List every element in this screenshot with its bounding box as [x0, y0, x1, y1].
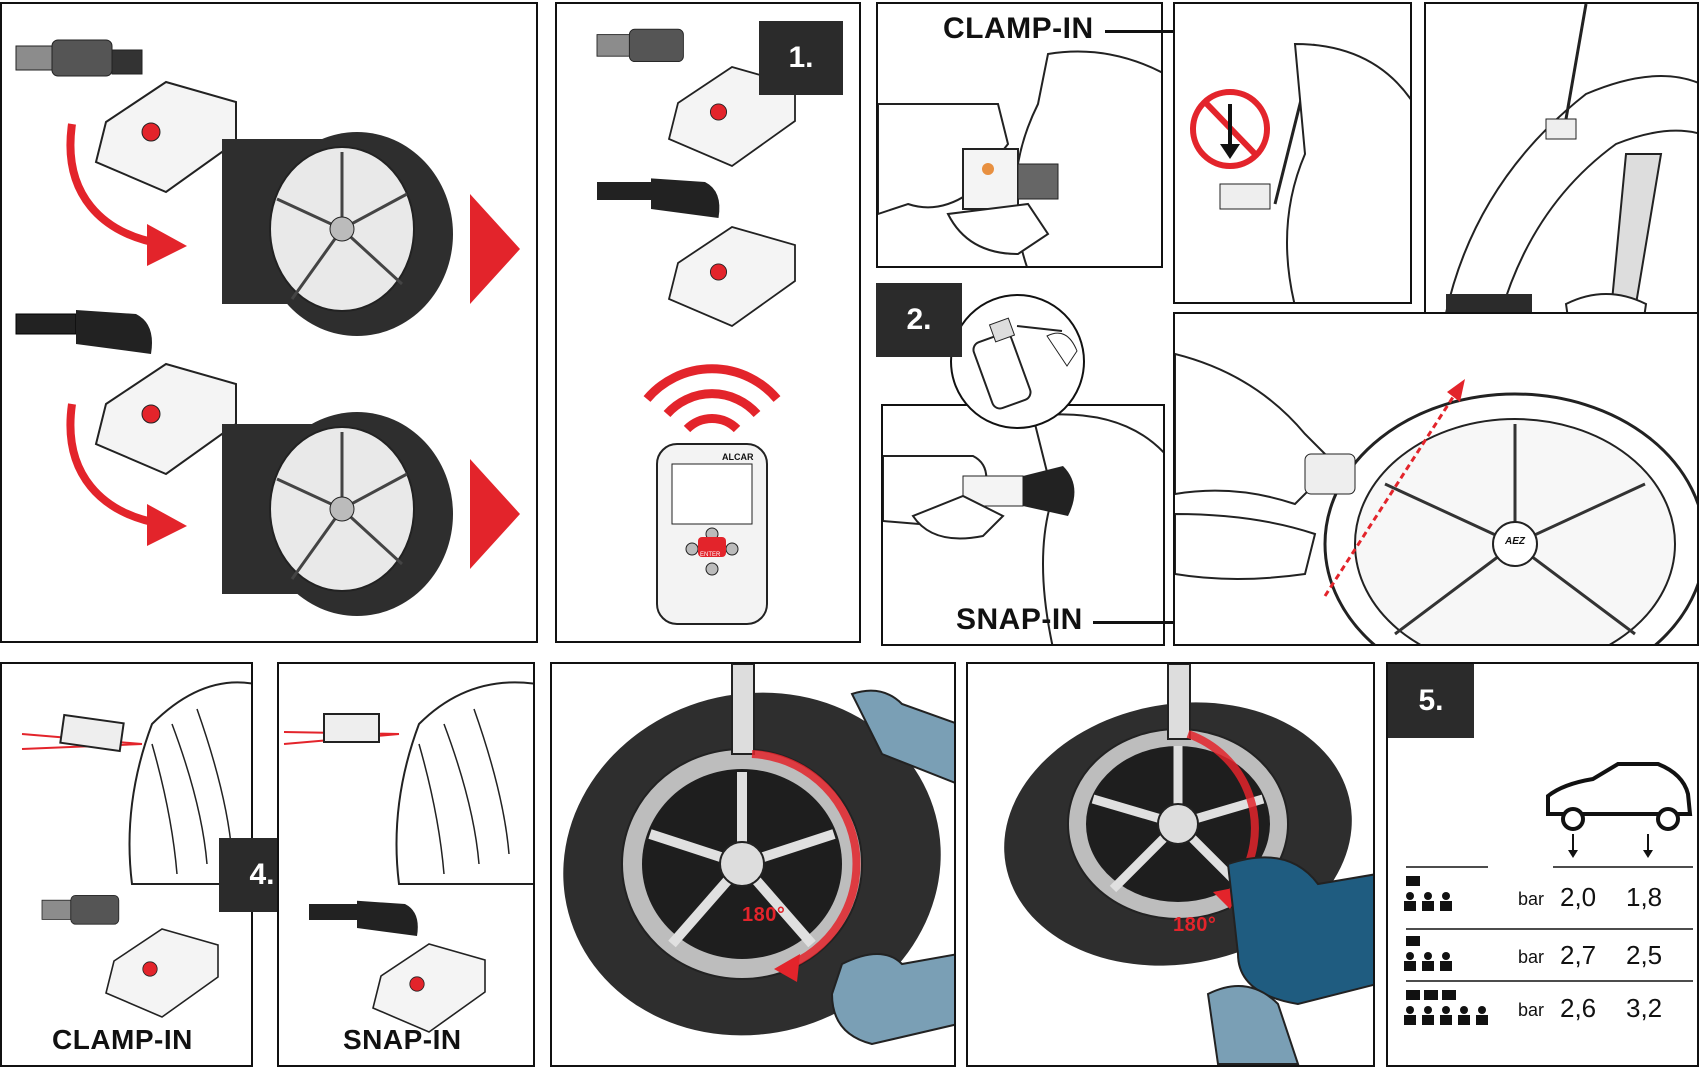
snap-in-label-bottom: SNAP-IN	[343, 1024, 462, 1055]
panel-step-4-clamp: CLAMP-IN	[0, 662, 253, 1067]
sensor-snap-in-icon	[309, 900, 486, 1033]
tool-brand-label: ALCAR	[722, 452, 754, 462]
person-icon	[1404, 892, 1488, 1025]
car-icon	[1546, 762, 1693, 831]
wireless-signal-icon	[643, 364, 781, 433]
pressure-front: 2,6	[1560, 993, 1597, 1023]
panel-no-press	[1173, 2, 1412, 304]
pressure-front: 2,0	[1560, 882, 1597, 912]
snap-in-label-mid: SNAP-IN	[956, 603, 1083, 636]
pressure-unit: bar	[1518, 889, 1545, 909]
sensor-wheel-illustration	[15, 39, 520, 616]
spray-can-icon	[972, 317, 1078, 410]
rotate-wheel-illustration-a	[563, 664, 954, 1046]
panel-step-4-snap: SNAP-IN	[277, 662, 535, 1067]
wheel-mount-illustration	[1175, 352, 1697, 644]
panel-rotate-180-a: 180°	[550, 662, 956, 1067]
rotation-label-a: 180°	[742, 904, 786, 926]
luggage-icon	[1406, 876, 1456, 1000]
no-press-icon	[1190, 89, 1270, 169]
pressure-unit: bar	[1518, 947, 1545, 967]
wheel-icon	[222, 132, 453, 336]
pressure-rear: 2,5	[1626, 940, 1663, 970]
panel-sensor-to-wheel	[0, 2, 538, 643]
arrow-icon	[147, 224, 187, 266]
pressure-front: 2,7	[1560, 940, 1597, 970]
tool-enter-label: ENTER	[700, 552, 721, 558]
step-badge-1: 1.	[759, 21, 843, 95]
clamp-in-label-top: CLAMP-IN	[943, 12, 1094, 45]
snap-in-angle-illustration	[283, 681, 533, 1033]
wheel-brand-label: AEZ	[1505, 536, 1525, 547]
sensor-snap-in-icon	[15, 310, 237, 476]
sensor-snap-in-icon	[597, 178, 796, 328]
rotation-label-b: 180°	[1173, 914, 1217, 936]
panel-wheel-sensor-mount: AEZ	[1173, 312, 1699, 646]
step-badge-5: 5.	[1388, 664, 1474, 738]
sensor-clamp-in-icon	[41, 895, 219, 1018]
arrow-right-icon	[470, 194, 520, 304]
snap-in-install-illustration	[883, 413, 1163, 644]
pressure-unit: bar	[1518, 1000, 1545, 1020]
panel-clamp-in-install	[876, 2, 1163, 268]
clamp-in-label-bottom: CLAMP-IN	[52, 1024, 193, 1055]
no-press-illustration	[1190, 42, 1410, 302]
arrow-right-icon	[470, 459, 520, 569]
pressure-rear: 1,8	[1626, 882, 1663, 912]
step-badge-2: 2.	[876, 283, 962, 357]
clamp-in-angle-illustration	[21, 681, 251, 1018]
wheel-icon	[222, 412, 453, 616]
panel-rotate-180-b: 180°	[966, 662, 1375, 1067]
tpms-tool-icon	[656, 443, 768, 625]
panel-step-1: 1. ALCAR ENTER	[555, 2, 861, 643]
panel-snap-in-install	[881, 404, 1165, 646]
sensor-clamp-in-icon	[15, 39, 237, 194]
panel-step-5-pressure: 5.	[1386, 662, 1699, 1067]
rotate-wheel-illustration-b	[1004, 664, 1373, 1065]
clamp-in-install-illustration	[878, 50, 1161, 266]
pressure-rear: 3,2	[1626, 993, 1663, 1023]
step2-inset-circle	[950, 294, 1085, 429]
tool-illustration	[596, 28, 796, 625]
